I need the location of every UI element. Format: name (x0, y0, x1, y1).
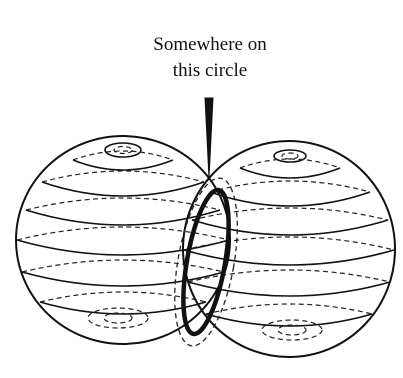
left-sphere-bottom-cap-1 (88, 308, 148, 328)
left-lat-2-back (42, 171, 204, 182)
right-lat-1-back (240, 159, 340, 168)
right-lat-5-back (188, 270, 390, 282)
left-lat-4-back (17, 227, 229, 240)
caption-line-1: Somewhere on (120, 32, 300, 58)
right-lat-1-front (240, 168, 340, 178)
caption-line-2: this circle (120, 58, 300, 84)
right-lat-4-front (184, 250, 394, 265)
right-sphere-top-cap-2 (282, 153, 298, 159)
left-lat-6-back (40, 292, 206, 302)
caption-label: Somewhere on this circle (120, 32, 300, 84)
right-lat-6-back (206, 304, 372, 314)
left-sphere-top-cap-1 (105, 143, 141, 157)
wedge-arrow (205, 98, 213, 178)
left-lat-1-back (73, 151, 173, 160)
left-lat-5-back (22, 260, 224, 272)
left-lat-1-front (73, 160, 173, 170)
right-sphere-bottom-cap-1 (262, 320, 322, 340)
left-sphere-top-cap-2 (114, 147, 132, 154)
right-lat-2-back (210, 181, 370, 192)
left-sphere (16, 136, 230, 344)
right-lat-3-front (192, 220, 388, 235)
left-lat-3-front (26, 210, 220, 225)
right-lat-3-back (192, 208, 388, 220)
right-sphere-top-cap-1 (274, 150, 306, 162)
left-lat-2-front (42, 182, 204, 196)
